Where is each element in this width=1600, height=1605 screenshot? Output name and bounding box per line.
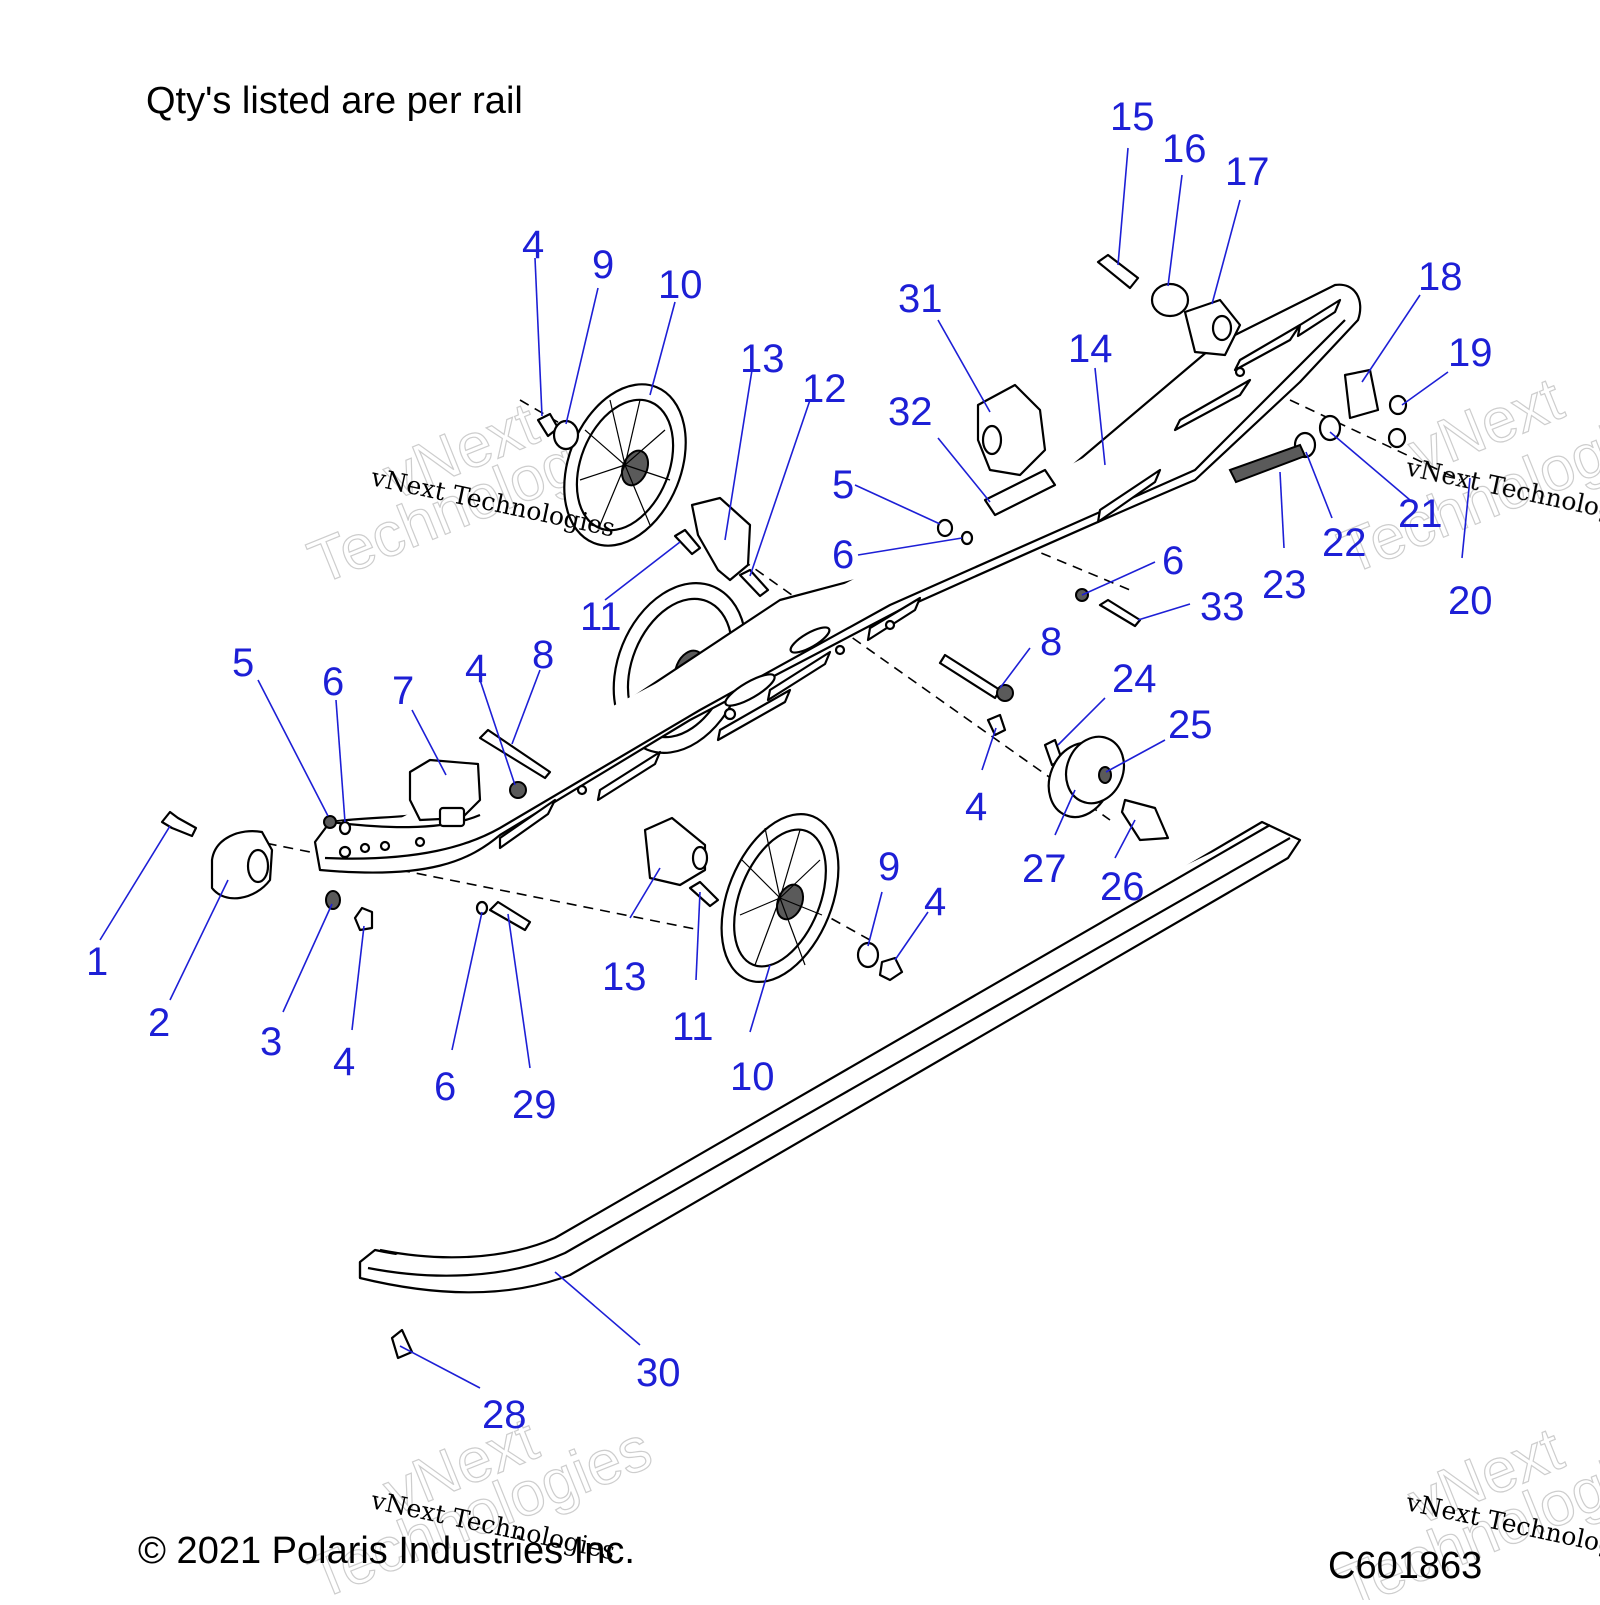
- wheel-upper: [563, 383, 687, 547]
- callout-9a: 9: [592, 243, 614, 287]
- callout-18: 18: [1418, 255, 1463, 299]
- callout-labels: 1 2 3 4 4 4 4 4 5 5 6 6 6 6 7 8 8 9 9 10…: [86, 95, 1493, 1437]
- callout-19: 19: [1448, 331, 1493, 375]
- callout-33: 33: [1200, 585, 1245, 629]
- callout-28: 28: [482, 1393, 527, 1437]
- callout-11a: 11: [580, 595, 622, 639]
- callout-4b: 4: [465, 647, 487, 691]
- callout-13b: 13: [602, 955, 647, 999]
- callout-23: 23: [1262, 563, 1307, 607]
- wheel-lower-spokes: [739, 827, 823, 966]
- callout-15: 15: [1110, 95, 1155, 139]
- callout-8b: 8: [1040, 620, 1062, 664]
- callout-20: 20: [1448, 579, 1493, 623]
- callout-6d: 6: [1162, 539, 1184, 583]
- callout-10a: 10: [658, 263, 703, 307]
- callout-2: 2: [148, 1001, 170, 1045]
- callout-4a: 4: [333, 1040, 355, 1084]
- callout-9b: 9: [878, 845, 900, 889]
- callout-7: 7: [392, 669, 414, 713]
- callout-25: 25: [1168, 703, 1213, 747]
- callout-6a: 6: [322, 660, 344, 704]
- callout-12: 12: [802, 367, 847, 411]
- callout-13a: 13: [740, 337, 785, 381]
- callout-31: 31: [898, 277, 943, 321]
- wheel-lower: [720, 813, 840, 983]
- callout-29: 29: [512, 1083, 557, 1127]
- callout-17: 17: [1225, 150, 1270, 194]
- callout-10b: 10: [730, 1055, 775, 1099]
- callout-5b: 5: [832, 463, 854, 507]
- callout-24: 24: [1112, 657, 1157, 701]
- rail-slots: [498, 298, 1342, 850]
- callout-21: 21: [1398, 492, 1443, 536]
- callout-26: 26: [1100, 865, 1145, 909]
- qty-note: Qty's listed are per rail: [146, 80, 523, 122]
- callout-3: 3: [260, 1020, 282, 1064]
- callout-30: 30: [636, 1351, 681, 1395]
- diagram-code: C601863: [1328, 1545, 1483, 1587]
- callout-27: 27: [1022, 847, 1067, 891]
- callout-16: 16: [1162, 127, 1207, 171]
- copyright-text: © 2021 Polaris Industries Inc.: [138, 1530, 635, 1572]
- callout-14: 14: [1068, 327, 1113, 371]
- callout-4c: 4: [965, 785, 987, 829]
- callout-6b: 6: [434, 1065, 456, 1109]
- wheel-upper-spokes: [579, 399, 671, 526]
- callout-4d: 4: [924, 880, 946, 924]
- callout-4e: 4: [522, 223, 544, 267]
- callout-32: 32: [888, 390, 933, 434]
- leader-lines: [99, 147, 1471, 1389]
- callout-22: 22: [1322, 521, 1367, 565]
- callout-6c: 6: [832, 533, 854, 577]
- rail-holes: [338, 366, 1246, 859]
- callout-8a: 8: [532, 633, 554, 677]
- slide-rail: [358, 820, 1302, 1294]
- callout-1: 1: [86, 940, 108, 984]
- callout-5a: 5: [232, 641, 254, 685]
- callout-11b: 11: [672, 1005, 714, 1049]
- main-rail: [313, 283, 1362, 874]
